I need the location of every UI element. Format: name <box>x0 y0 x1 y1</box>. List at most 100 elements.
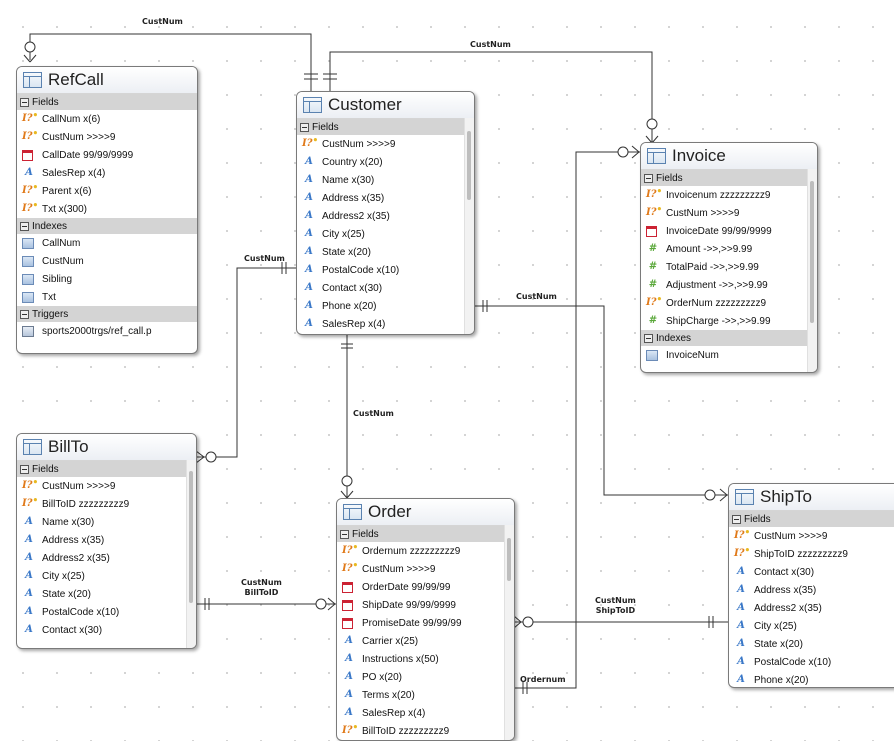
section-header[interactable]: Indexes <box>641 330 817 346</box>
table-header[interactable]: ShipTo <box>729 484 894 511</box>
table-icon <box>647 148 666 164</box>
char-field-icon: A <box>305 210 313 221</box>
table-row[interactable]: I?CustNum >>>>9 <box>17 477 196 495</box>
table-header[interactable]: RefCall <box>17 67 197 94</box>
char-field-icon: A <box>737 602 745 613</box>
table-row[interactable]: ShipDate 99/99/9999 <box>337 596 514 614</box>
table-row[interactable]: Txt <box>17 288 197 306</box>
scrollbar[interactable] <box>464 118 474 334</box>
table-row[interactable]: I?CustNum >>>>9 <box>297 135 474 153</box>
scrollbar[interactable] <box>186 460 196 648</box>
scrollbar[interactable] <box>504 525 514 740</box>
section-header[interactable]: Triggers <box>17 306 197 322</box>
table-row[interactable]: #Adjustment ->>,>>9.99 <box>641 276 817 294</box>
table-row[interactable]: PromiseDate 99/99/99 <box>337 614 514 632</box>
section-header[interactable]: Fields <box>337 526 514 542</box>
customer-invoice-line <box>329 51 653 142</box>
table-row[interactable]: InvoiceNum <box>641 346 817 364</box>
table-row[interactable]: I?CustNum >>>>9 <box>337 560 514 578</box>
section-header[interactable]: Indexes <box>17 218 197 234</box>
section-header[interactable]: Fields <box>729 511 894 527</box>
table-header[interactable]: Customer <box>297 92 474 119</box>
collapse-icon[interactable] <box>20 221 29 231</box>
table-row[interactable]: #ShipCharge ->>,>>9.99 <box>641 312 817 330</box>
table-row[interactable]: I?Invoicenum zzzzzzzzz9 <box>641 186 817 204</box>
table-row[interactable]: I?CustNum >>>>9 <box>729 527 894 545</box>
table-row[interactable]: I?CustNum >>>>9 <box>17 128 197 146</box>
collapse-icon[interactable] <box>20 309 29 319</box>
char-field-icon: A <box>25 570 33 581</box>
table-row[interactable]: CustNum <box>17 252 197 270</box>
table-row[interactable]: I?Parent x(6) <box>17 182 197 200</box>
table-row[interactable]: sports2000trgs/ref_call.p <box>17 322 197 340</box>
section-header[interactable]: Fields <box>641 170 817 186</box>
collapse-icon[interactable] <box>340 529 349 539</box>
section-header[interactable]: Fields <box>297 119 474 135</box>
table-row[interactable]: I?Ordernum zzzzzzzzz9 <box>337 542 514 560</box>
section-header[interactable]: Fields <box>17 461 196 477</box>
table-header[interactable]: Order <box>337 499 514 526</box>
table-row[interactable]: #Amount ->>,>>9.99 <box>641 240 817 258</box>
collapse-icon[interactable] <box>644 173 653 183</box>
collapse-icon[interactable] <box>20 464 29 474</box>
table-row[interactable]: I?BillToID zzzzzzzzz9 <box>337 722 514 740</box>
table-header[interactable]: BillTo <box>17 434 196 461</box>
table-row[interactable]: OrderDate 99/99/99 <box>337 578 514 596</box>
table-row[interactable]: InvoiceDate 99/99/9999 <box>641 222 817 240</box>
table-row[interactable]: CallNum <box>17 234 197 252</box>
table-row[interactable]: I?ShipToID zzzzzzzzz9 <box>729 545 894 563</box>
table-row[interactable]: I?OrderNum zzzzzzzzz9 <box>641 294 817 312</box>
table-row[interactable]: I?CustNum >>>>9 <box>641 204 817 222</box>
table-row[interactable]: I?Txt x(300) <box>17 200 197 218</box>
collapse-icon[interactable] <box>20 97 29 107</box>
collapse-icon[interactable] <box>644 333 653 343</box>
section-header[interactable]: Fields <box>17 94 197 110</box>
table-row[interactable]: I?BillToID zzzzzzzzz9 <box>17 495 196 513</box>
table-row[interactable]: CallDate 99/99/9999 <box>17 146 197 164</box>
table-row[interactable]: Sibling <box>17 270 197 288</box>
table-row[interactable]: I?CallNum x(6) <box>17 110 197 128</box>
table-row[interactable]: #TotalPaid ->>,>>9.99 <box>641 258 817 276</box>
collapse-icon[interactable] <box>300 122 309 132</box>
table-header[interactable]: Invoice <box>641 143 817 170</box>
collapse-icon[interactable] <box>732 514 741 524</box>
scrollbar[interactable] <box>807 169 817 372</box>
